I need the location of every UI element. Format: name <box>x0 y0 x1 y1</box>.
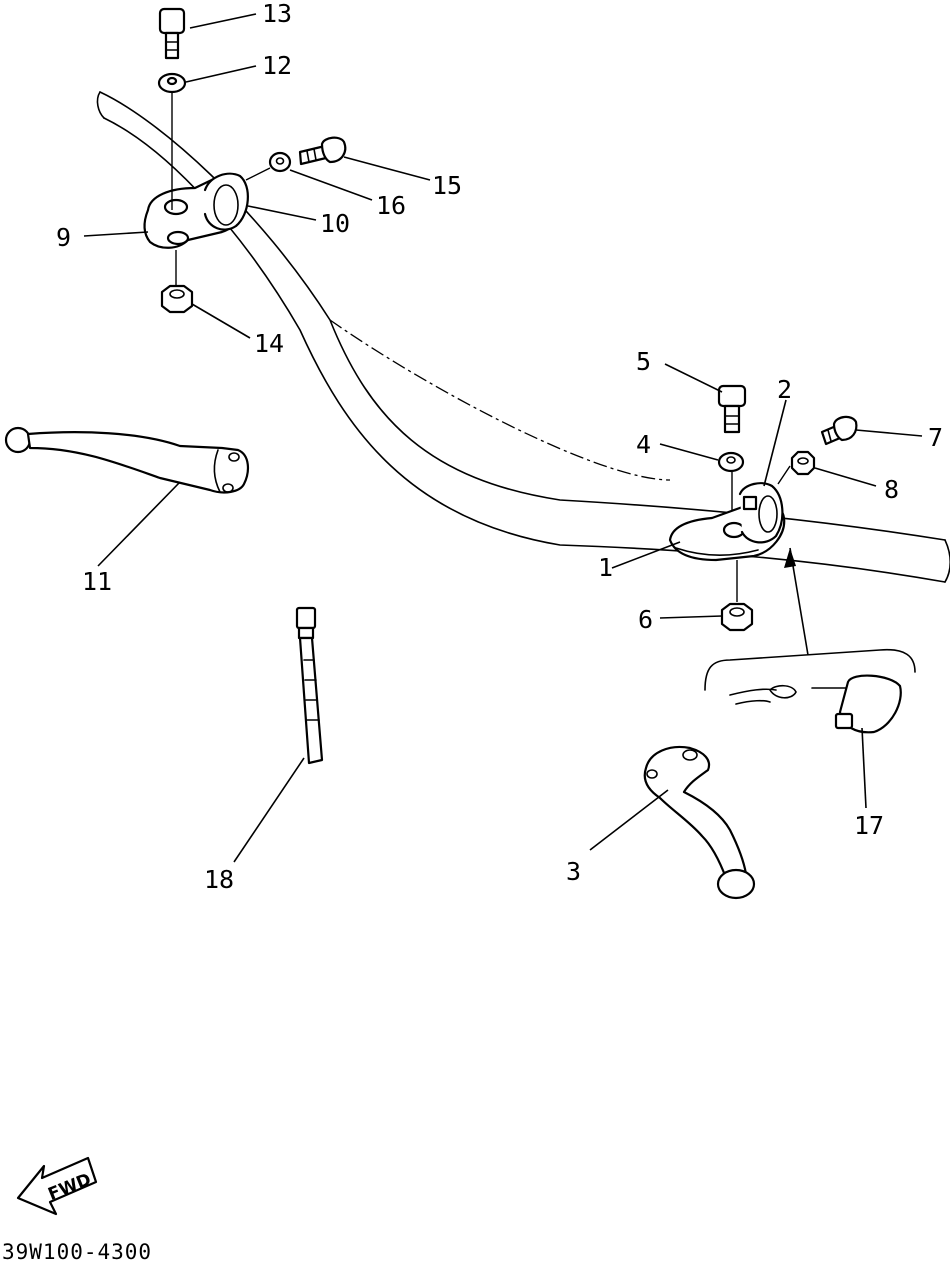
cable-tie-18 <box>295 606 324 765</box>
callout-18: 18 <box>204 865 234 894</box>
bolt-5 <box>717 384 747 434</box>
nut-6 <box>720 602 754 632</box>
nut-8 <box>790 450 816 476</box>
lever-11 <box>4 426 250 494</box>
callout-4: 4 <box>636 430 651 459</box>
axis-left-side <box>245 167 271 181</box>
drawing-code: 39W100-4300 <box>2 1240 152 1264</box>
washer-16 <box>268 151 292 173</box>
callout-5: 5 <box>636 347 651 376</box>
callout-9: 9 <box>56 223 71 252</box>
callout-13: 13 <box>262 0 292 28</box>
callout-17: 17 <box>854 811 884 840</box>
callout-labels: 1 2 3 4 5 6 7 8 9 10 11 12 13 14 15 16 1… <box>56 0 943 894</box>
callout-7: 7 <box>928 423 943 452</box>
callout-16: 16 <box>376 191 406 220</box>
bolt-13 <box>158 7 186 60</box>
washer-12 <box>157 72 187 94</box>
callout-10: 10 <box>320 209 350 238</box>
left-clamp <box>203 172 249 231</box>
screw-7 <box>820 415 858 446</box>
callout-15: 15 <box>432 171 462 200</box>
switch-inset-17 <box>704 547 916 734</box>
handlebar <box>96 91 950 583</box>
callout-11: 11 <box>82 567 112 596</box>
callout-1: 1 <box>598 553 613 582</box>
callout-8: 8 <box>884 475 899 504</box>
fwd-arrow-icon: FWD <box>16 1156 98 1216</box>
leader-lines <box>83 13 923 863</box>
callout-14: 14 <box>254 329 284 358</box>
callout-3: 3 <box>566 857 581 886</box>
callout-2: 2 <box>777 375 792 404</box>
axis-right-side <box>777 465 791 485</box>
callout-12: 12 <box>262 51 292 80</box>
lever-3 <box>643 745 756 900</box>
washer-4 <box>717 451 745 473</box>
screw-15 <box>298 136 347 166</box>
callout-6: 6 <box>638 605 653 634</box>
clamp-2 <box>738 482 784 544</box>
nut-14 <box>160 284 194 314</box>
